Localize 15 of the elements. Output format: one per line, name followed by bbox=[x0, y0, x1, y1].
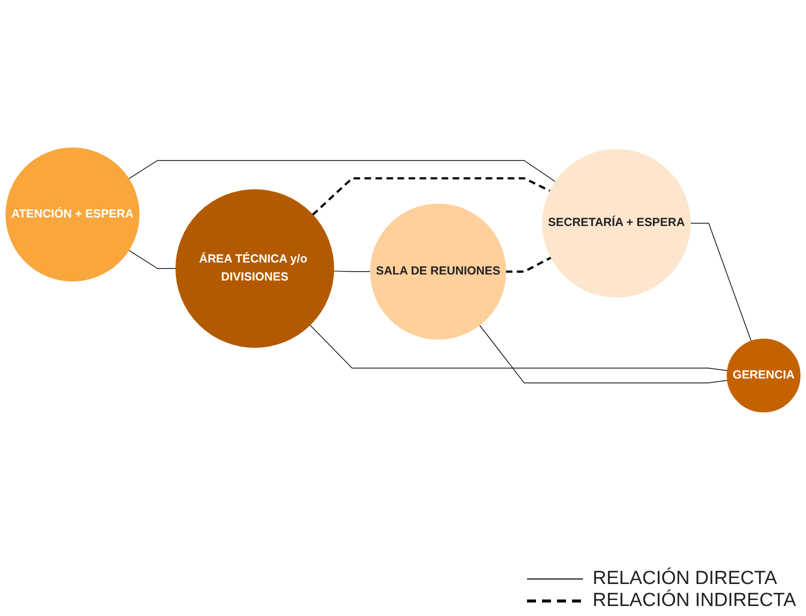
connector bbox=[479, 324, 728, 384]
node-circle: ATENCIÓN + ESPERA bbox=[6, 148, 140, 282]
legend-label: RELACIÓN DIRECTA bbox=[592, 568, 777, 590]
connector bbox=[310, 324, 728, 372]
connector bbox=[506, 256, 552, 273]
node-circle: ÁREA TÉCNICA y/o DIVISIONES bbox=[175, 189, 334, 348]
node-circle: GERENCIA bbox=[726, 338, 800, 412]
connector bbox=[128, 160, 556, 182]
node-circle: SALA DE REUNIONES bbox=[370, 204, 506, 340]
connector bbox=[128, 250, 176, 269]
connector bbox=[312, 177, 550, 216]
connector bbox=[333, 270, 371, 272]
connector bbox=[690, 222, 752, 342]
legend-label: RELACIÓN INDIRECTA bbox=[592, 590, 796, 612]
node-circle: SECRETARÍA + ESPERA bbox=[542, 149, 691, 298]
